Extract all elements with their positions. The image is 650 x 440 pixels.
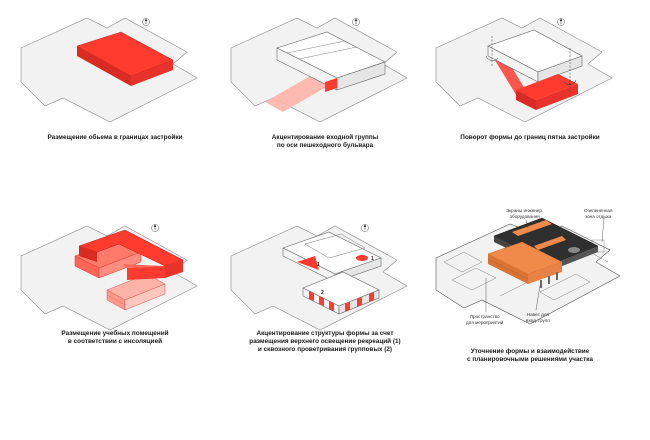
leader-lines bbox=[485, 217, 605, 312]
note-line: для мероприятий bbox=[466, 319, 504, 325]
caption-line: с планировочными решениями участка bbox=[467, 356, 593, 363]
caption-line: Поворот формы до границ пятна застройки bbox=[460, 134, 600, 141]
diagram-panel-1: Размещение обьема в границах застройки bbox=[15, 10, 215, 210]
panel-caption: Акцентирование входной группы по оси пеш… bbox=[225, 134, 425, 150]
classroom-wing-mid bbox=[74, 239, 142, 279]
caption-line: Размещение обьема в границах застройки bbox=[47, 134, 183, 141]
axonometric-drawing bbox=[20, 224, 198, 331]
skylight-opening bbox=[356, 255, 368, 261]
axonometric-drawing bbox=[435, 217, 621, 325]
note-line: вход. групп bbox=[526, 317, 550, 323]
entrance-accent bbox=[325, 78, 337, 92]
caption-line: Акцентирование структуры формы за счет bbox=[256, 330, 394, 337]
boulevard-axis bbox=[265, 72, 335, 112]
note-line: зона отдыха bbox=[585, 213, 612, 219]
marker-label: 1 bbox=[317, 262, 320, 268]
caption-line: размещения верхнего освещение рекреаций … bbox=[249, 338, 401, 345]
panel-caption: Акцентирование структуры формы за счет р… bbox=[225, 330, 425, 354]
annotation-label: Навес для вход. групп bbox=[526, 312, 550, 323]
axonometric-drawing bbox=[435, 17, 613, 123]
panel-caption: Размещение учебных помещений в соответст… bbox=[15, 330, 215, 346]
diagram-panel-2: Акцентирование входной группы по оси пеш… bbox=[225, 10, 425, 210]
building-volume bbox=[276, 31, 386, 92]
panel-caption: Уточнение формы и взаимодействие с плани… bbox=[430, 348, 630, 364]
building-volume bbox=[76, 31, 174, 86]
north-arrow-icon bbox=[142, 18, 150, 26]
north-arrow-icon bbox=[361, 224, 369, 232]
note-line: Пространство bbox=[469, 314, 500, 319]
annotation-label: Пространство для мероприятий bbox=[466, 314, 503, 325]
caption-line: по оси пешеходного бульвара bbox=[276, 142, 374, 149]
caption-line: Размещение учебных помещений bbox=[61, 330, 169, 337]
classroom-wing-upper bbox=[78, 229, 184, 280]
caption-line: Акцентирование входной группы bbox=[271, 134, 379, 141]
diagram-panel-4: Размещение учебных помещений в соответст… bbox=[15, 218, 215, 418]
skylight-slot bbox=[297, 256, 319, 270]
caption-line: Уточнение формы и взаимодействие bbox=[470, 348, 590, 355]
annotation-label: Экраны инженер. оборудования bbox=[506, 208, 543, 219]
diagram-panel-3: Поворот формы до границ пятна застройки bbox=[430, 10, 630, 210]
north-arrow-icon bbox=[557, 18, 565, 26]
classroom-wing-lower bbox=[106, 273, 166, 311]
annotation-label: Озелененная зона отдыха bbox=[584, 208, 612, 219]
panel-caption: Поворот формы до границ пятна застройки bbox=[430, 134, 630, 142]
marker-label: 2 bbox=[321, 290, 324, 296]
lower-volume bbox=[302, 271, 380, 315]
caption-line: и сквозного проветривания групповых (2) bbox=[257, 346, 393, 353]
marker-label: 1 bbox=[371, 256, 374, 262]
ventilation-stripes bbox=[309, 291, 374, 312]
skylight-strip bbox=[512, 220, 552, 236]
note-line: Навес для bbox=[526, 312, 550, 317]
panel-caption: Размещение обьема в границах застройки bbox=[15, 134, 215, 142]
axonometric-drawing: 1 1 2 bbox=[230, 224, 408, 331]
orange-volume bbox=[487, 241, 563, 284]
axonometric-drawing bbox=[20, 17, 198, 123]
note-line: Озелененная bbox=[584, 208, 613, 213]
axonometric-drawing bbox=[230, 17, 408, 123]
skylight-opening bbox=[568, 247, 580, 253]
diagram-panel-6: Экраны инженер. оборудования Озелененная… bbox=[430, 200, 630, 400]
note-line: оборудования bbox=[509, 213, 540, 219]
note-line: Экраны инженер. bbox=[506, 208, 544, 213]
north-arrow-icon bbox=[151, 224, 159, 232]
building-volume bbox=[487, 29, 583, 83]
diagram-panel-5: 1 1 2 Акцентирование структуры формы за … bbox=[225, 218, 425, 418]
rotated-volume bbox=[516, 74, 578, 110]
north-arrow-icon bbox=[352, 18, 360, 26]
entrance-canopy bbox=[540, 272, 558, 288]
caption-line: в соответствии с инсоляцией bbox=[67, 338, 163, 345]
